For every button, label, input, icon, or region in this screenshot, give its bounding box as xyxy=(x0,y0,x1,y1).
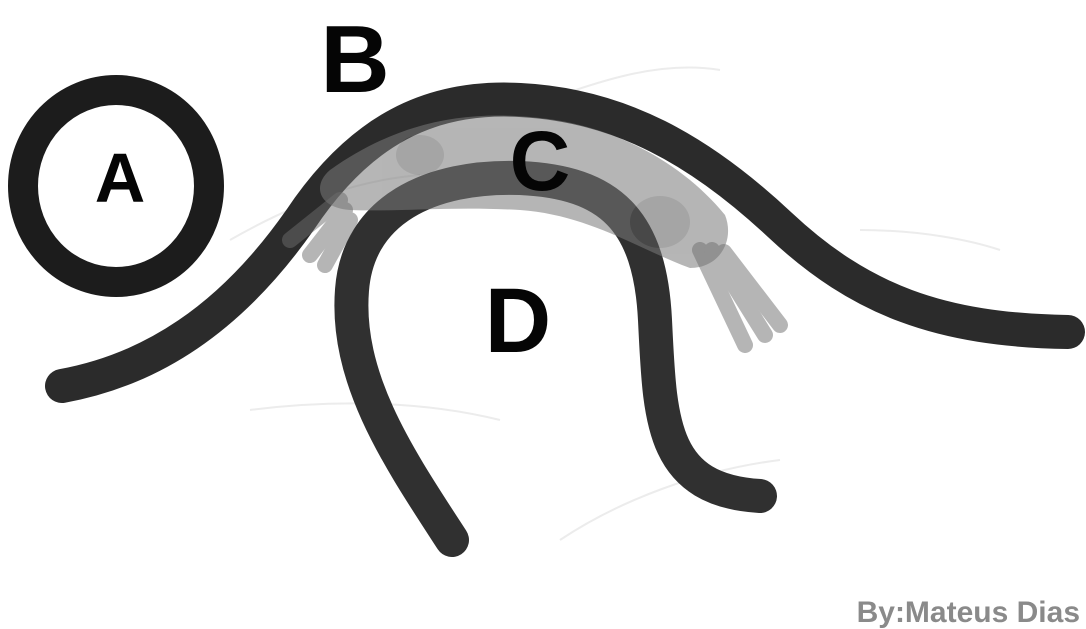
fringe-right xyxy=(700,250,780,345)
label-d: D xyxy=(485,270,551,372)
credit-text: By:Mateus Dias xyxy=(857,596,1080,629)
label-a: A xyxy=(95,139,146,217)
label-b: B xyxy=(320,6,389,113)
label-c: C xyxy=(510,114,571,208)
